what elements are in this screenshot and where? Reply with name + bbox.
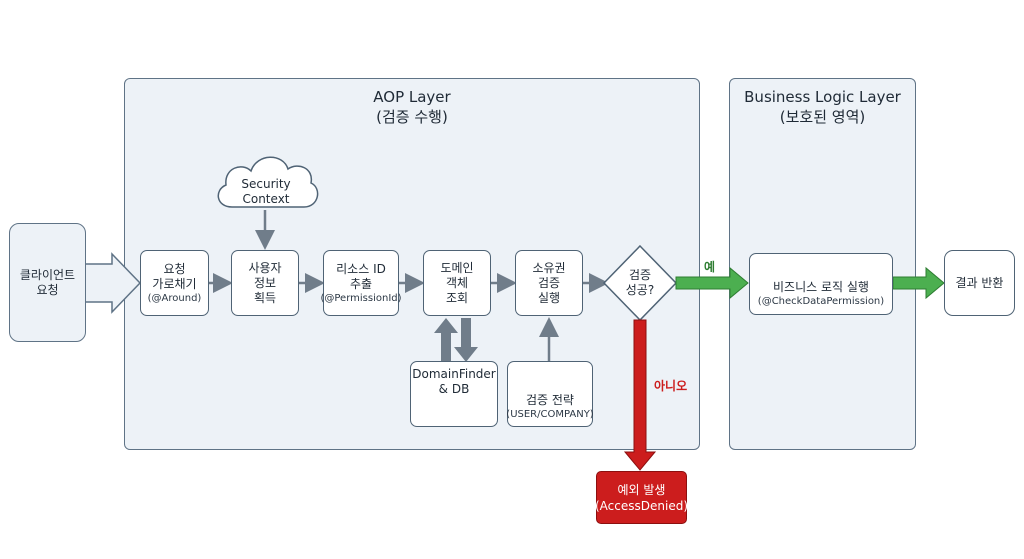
extract-line1: 리소스 ID xyxy=(336,261,386,276)
domain-request-arrow xyxy=(434,318,458,362)
business-logic-execution: 비즈니스 로직 실행 (@CheckDataPermission) xyxy=(749,253,893,315)
get-user-line2: 정보 xyxy=(253,275,277,290)
client-input-arrow xyxy=(84,252,142,314)
ownership-line3: 실행 xyxy=(537,290,561,305)
step-extract-resource-id: 리소스 ID 추출 (@PermissionId) xyxy=(320,250,402,316)
return-result: 결과 반환 xyxy=(944,250,1015,316)
decision-line1: 검증 xyxy=(628,268,652,282)
fetch-line2: 객체 xyxy=(445,275,469,290)
strategy-line1: 검증 전략 xyxy=(526,393,574,407)
client-label-2: 요청 xyxy=(36,282,59,297)
aop-layer-title: AOP Layer xyxy=(373,88,451,106)
aop-layer-subtitle: (검증 수행) xyxy=(376,108,448,126)
decision-line2: 성공? xyxy=(625,283,655,297)
exception-thrown: 예외 발생 (AccessDenied) xyxy=(595,471,689,524)
extract-line2: 추출 xyxy=(349,276,373,291)
validation-strategy: 검증 전략 (USER/COMPANY) xyxy=(506,361,594,427)
decision-label: 검증 성공? xyxy=(610,268,670,298)
domain-finder-line2: & DB xyxy=(438,382,470,396)
step-intercept-request: 요청 가로채기 (@Around) xyxy=(140,250,209,316)
fetch-line1: 도메인 xyxy=(440,260,474,275)
step-fetch-domain-object: 도메인 객체 조회 xyxy=(423,250,491,316)
client-request: 클라이언트 요청 xyxy=(9,223,86,342)
yes-label: 예 xyxy=(704,260,716,274)
intercept-annotation: (@Around) xyxy=(147,292,202,304)
fetch-line3: 조회 xyxy=(445,290,469,305)
ownership-line2: 검증 xyxy=(537,275,561,290)
business-logic-line2: (@CheckDataPermission) xyxy=(757,296,885,307)
client-label-1: 클라이언트 xyxy=(19,267,76,282)
domain-finder-db: DomainFinder & DB xyxy=(410,361,498,427)
security-context-cloud xyxy=(217,156,319,208)
get-user-line3: 획득 xyxy=(253,290,277,305)
ownership-line1: 소유권 xyxy=(532,260,566,275)
security-context-line1: Security xyxy=(241,177,291,191)
no-arrow xyxy=(623,319,657,471)
extract-annotation: (@PermissionId) xyxy=(320,292,402,304)
strategy-line2: (USER/COMPANY) xyxy=(506,409,594,420)
domain-response-arrow xyxy=(454,318,478,362)
intercept-line1: 요청 xyxy=(163,261,186,276)
get-user-line1: 사용자 xyxy=(248,260,282,275)
business-logic-line1: 비즈니스 로직 실행 xyxy=(773,280,869,294)
intercept-line2: 가로채기 xyxy=(152,276,197,291)
security-context-label: Security Context xyxy=(228,177,304,207)
yes-arrow xyxy=(675,266,749,300)
no-label: 아니오 xyxy=(654,379,688,393)
security-context-line2: Context xyxy=(242,192,290,206)
step-ownership-check: 소유권 검증 실행 xyxy=(515,250,583,316)
domain-finder-line1: DomainFinder xyxy=(412,367,496,381)
result-arrow xyxy=(892,266,945,300)
business-layer-subtitle: (보호된 영역) xyxy=(779,108,866,126)
business-layer-title: Business Logic Layer xyxy=(744,88,901,106)
step-get-user-info: 사용자 정보 획득 xyxy=(231,250,299,316)
exception-line1: 예외 발생 xyxy=(617,482,666,497)
exception-line2: (AccessDenied) xyxy=(595,498,689,513)
result-label: 결과 반환 xyxy=(955,275,1004,290)
